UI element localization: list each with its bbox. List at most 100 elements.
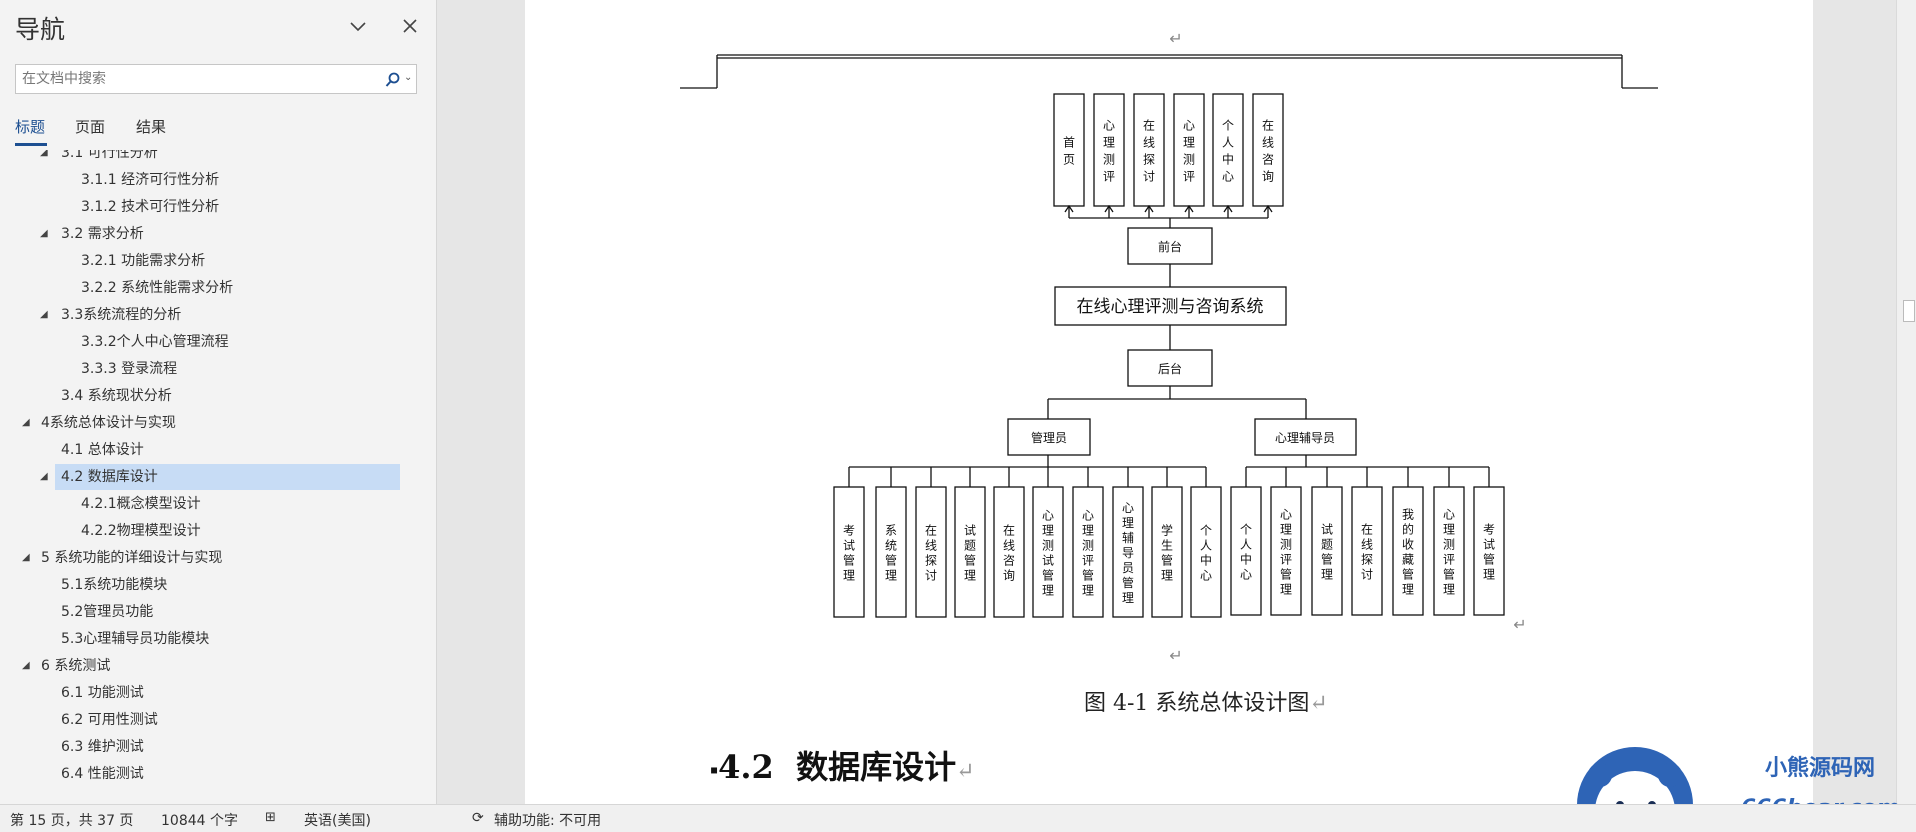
expand-triangle-icon[interactable]: ◢ [40, 471, 48, 482]
nav-heading-label: 3.3系统流程的分析 [61, 307, 182, 323]
front-item-box [1133, 93, 1165, 207]
admin-item-box [1112, 486, 1144, 618]
nav-heading-item[interactable]: ◢6 系统测试 [0, 653, 430, 679]
search-icon[interactable] [384, 71, 402, 89]
chevron-down-icon[interactable]: ⌄ [404, 72, 413, 83]
nav-heading-label: 3.3.2个人中心管理流程 [81, 334, 229, 350]
box-char: 讨 [1143, 170, 1155, 184]
box-char: 导 [1122, 546, 1134, 560]
page-count[interactable]: 第 15 页，共 37 页 [10, 813, 134, 829]
paragraph-mark: ↵ [1513, 615, 1526, 634]
arrow-head [1064, 204, 1074, 213]
arrow-head [1223, 204, 1233, 213]
front-node-label: 前台 [1158, 239, 1182, 254]
box-char: 测 [1183, 153, 1195, 167]
accessibility-status[interactable]: 辅助功能: 不可用 [494, 813, 602, 829]
box-char: 中 [1240, 552, 1252, 567]
nav-heading-item[interactable]: 3.4 系统现状分析 [0, 383, 430, 409]
front-item-box [1053, 93, 1085, 207]
document-page[interactable] [525, 0, 1813, 804]
watermark-brand: 小熊源码网 [1765, 755, 1875, 781]
nav-heading-item[interactable]: 3.2.1 功能需求分析 [0, 248, 430, 274]
vertical-scrollbar[interactable] [1896, 0, 1916, 804]
expand-triangle-icon[interactable]: ◢ [22, 552, 30, 563]
box-char: 理 [1443, 583, 1455, 597]
nav-heading-item[interactable]: ◢5 系统功能的详细设计与实现 [0, 545, 430, 571]
word-count[interactable]: 10844 个字 [161, 813, 238, 829]
box-char: 人 [1200, 539, 1212, 553]
front-node-box [1127, 227, 1213, 265]
expand-triangle-icon[interactable]: ◢ [22, 660, 30, 671]
tab-results[interactable]: 结果 [136, 118, 167, 136]
box-char: 心 [1103, 119, 1115, 133]
nav-heading-item[interactable]: 4.1 总体设计 [0, 437, 430, 463]
box-char: 心 [1082, 509, 1094, 523]
box-char: 管 [885, 553, 897, 568]
box-char: 管 [1443, 567, 1455, 582]
search-box: ⌄ [15, 64, 417, 94]
box-char: 线 [1361, 538, 1373, 552]
search-input[interactable] [22, 69, 382, 89]
box-char: 理 [1082, 524, 1094, 538]
nav-heading-label: 6.4 性能测试 [61, 766, 144, 782]
nav-heading-item[interactable]: 5.3心理辅导员功能模块 [0, 626, 430, 652]
expand-triangle-icon[interactable]: ◢ [40, 150, 48, 158]
scrollbar-thumb[interactable] [1903, 300, 1915, 322]
nav-heading-item[interactable]: ◢3.2 需求分析 [0, 221, 430, 247]
box-char: 心 [1240, 568, 1252, 582]
nav-heading-item[interactable]: 4.2.1概念模型设计 [0, 491, 430, 517]
proofing-icon[interactable]: ⊞ [265, 810, 276, 825]
box-char: 收 [1402, 538, 1414, 552]
box-char: 在 [1003, 524, 1015, 538]
chevron-down-icon[interactable] [346, 14, 370, 38]
box-char: 在 [1143, 119, 1155, 133]
box-char: 评 [1443, 553, 1455, 567]
nav-heading-item[interactable]: 3.1.2 技术可行性分析 [0, 194, 430, 220]
nav-heading-item[interactable]: ◢ 4系统总体设计与实现 [0, 410, 430, 436]
nav-heading-item[interactable]: 5.2管理员功能 [0, 599, 430, 625]
nav-heading-label: 3.1 可行性分析 [61, 150, 158, 161]
language[interactable]: 英语(美国) [304, 813, 371, 829]
nav-heading-label: 4系统总体设计与实现 [41, 415, 176, 431]
nav-heading-item[interactable]: 6.3 维护测试 [0, 734, 430, 760]
box-char: 藏 [1402, 553, 1414, 567]
expand-triangle-icon[interactable]: ◢ [22, 417, 30, 428]
counselor-item-box [1270, 486, 1302, 616]
box-char: 的 [1402, 522, 1414, 537]
nav-heading-item[interactable]: 6.4 性能测试 [0, 761, 430, 787]
nav-heading-item[interactable]: 6.1 功能测试 [0, 680, 430, 706]
counselor-item-box [1311, 486, 1343, 616]
paragraph-mark: ↵ [1169, 646, 1182, 665]
box-char: 咨 [1262, 152, 1274, 167]
expand-triangle-icon[interactable]: ◢ [40, 309, 48, 320]
box-char: 心 [1280, 508, 1292, 522]
box-char: 评 [1183, 170, 1195, 184]
box-char: 试 [964, 523, 976, 538]
nav-heading-item[interactable]: ◢ 3.3系统流程的分析 [0, 302, 430, 328]
counselor-role-label: 心理辅导员 [1275, 431, 1335, 445]
tab-headings[interactable]: 标题 [15, 118, 46, 136]
nav-heading-item[interactable]: 6.2 可用性测试 [0, 707, 430, 733]
box-char: 询 [1003, 569, 1015, 583]
nav-heading-item[interactable]: 3.3.2个人中心管理流程 [0, 329, 430, 355]
nav-heading-item[interactable]: ◢4.2 数据库设计 [40, 464, 400, 490]
box-char: 线 [1262, 136, 1274, 150]
nav-heading-item[interactable]: 3.2.2 系统性能需求分析 [0, 275, 430, 301]
admin-item-box [1190, 486, 1222, 618]
tab-pages[interactable]: 页面 [75, 118, 106, 136]
close-icon[interactable] [398, 14, 422, 38]
nav-heading-item[interactable]: ◢ 3.1 可行性分析 [0, 150, 430, 166]
nav-heading-item[interactable]: 4.2.2物理模型设计 [0, 518, 430, 544]
box-char: 探 [1143, 153, 1155, 167]
admin-item-box [915, 486, 947, 618]
accessibility-icon[interactable]: ⟳ [472, 810, 484, 826]
nav-heading-item[interactable]: 5.1系统功能模块 [0, 572, 430, 598]
box-char: 线 [925, 539, 937, 553]
nav-heading-item[interactable]: 3.1.1 经济可行性分析 [0, 167, 430, 193]
expand-triangle-icon[interactable]: ◢ [40, 228, 48, 239]
nav-heading-item[interactable]: 3.3.3 登录流程 [0, 356, 430, 382]
box-char: 理 [1122, 591, 1134, 605]
